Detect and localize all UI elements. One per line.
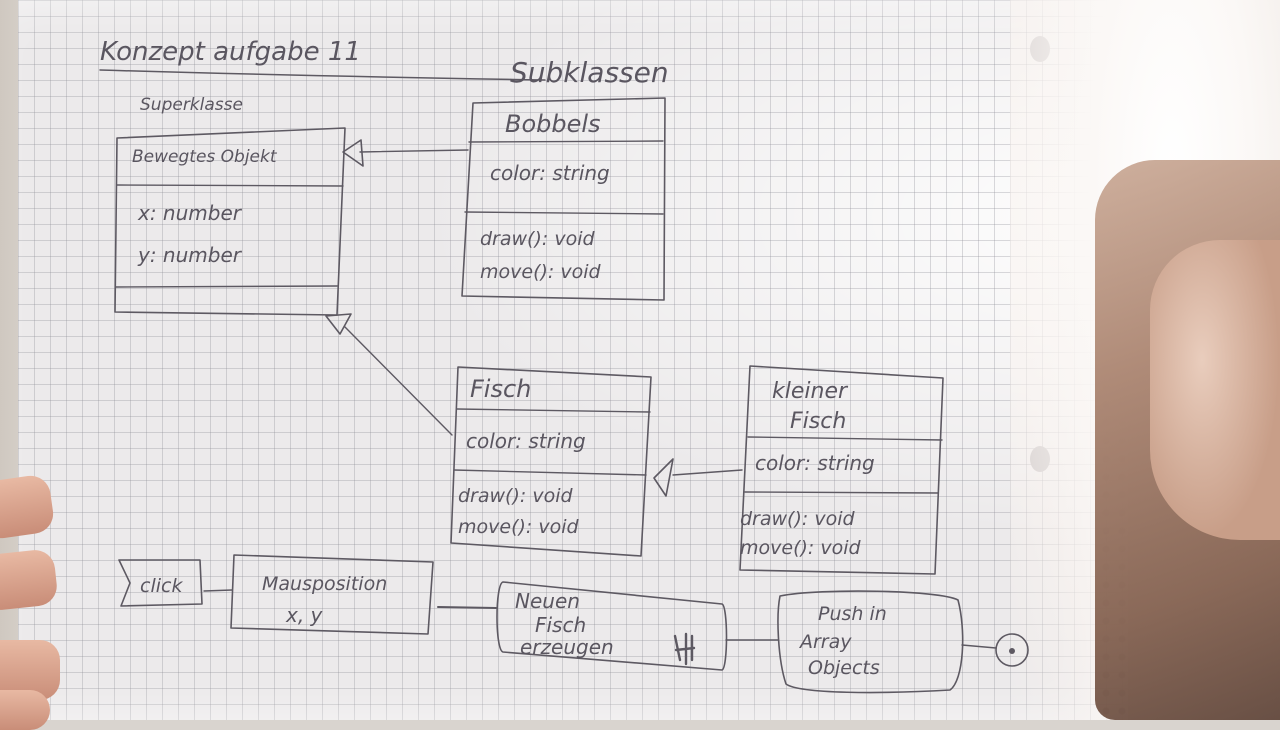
method: move(): void	[458, 516, 579, 538]
person-face	[1150, 240, 1280, 540]
inheritance-bobbels	[342, 139, 469, 167]
notebook-paper	[18, 0, 1128, 720]
flow-mouse-position-line2: x, y	[285, 603, 324, 627]
class-bewegtes-objekt: Bewegtes Objekt x: number y: number	[114, 127, 346, 316]
class-fisch: Fisch color: string draw(): void move():…	[450, 366, 652, 557]
flow-mouse-position-line1: Mausposition	[262, 573, 387, 595]
class-name-line1: kleiner	[772, 379, 849, 404]
class-kleiner-fisch: kleiner Fisch color: string draw(): void…	[739, 365, 944, 575]
method: draw(): void	[740, 508, 855, 530]
method: draw(): void	[480, 228, 595, 250]
flow-push-line3: Objects	[808, 657, 880, 679]
attribute: color: string	[755, 451, 875, 475]
flow-arrow	[961, 644, 997, 649]
superclass-label: Superklasse	[140, 95, 243, 115]
flow-push: Push in Array Objects	[777, 590, 964, 694]
flow-push-line1: Push in	[818, 603, 887, 625]
flow-click: click	[118, 559, 203, 607]
title-underline	[99, 69, 546, 81]
flow-push-line2: Array	[798, 631, 852, 653]
flow-new-fish-line1: Neuen	[515, 589, 580, 613]
class-name: Fisch	[470, 375, 531, 403]
class-name-line2: Fisch	[790, 409, 846, 434]
attribute: x: number	[137, 201, 243, 225]
flow-mouse-position: Mausposition x, y	[230, 554, 434, 635]
flow-end-node	[995, 633, 1029, 667]
flow-new-fish-line2: Fisch	[535, 613, 586, 637]
method: move(): void	[480, 261, 601, 283]
class-bobbels: Bobbels color: string draw(): void move(…	[461, 97, 666, 301]
flow-arrow	[203, 589, 233, 592]
inheritance-fisch	[325, 313, 453, 436]
subclasses-label: Subklassen	[510, 56, 669, 89]
title-text: Konzept aufgabe 11	[100, 37, 361, 67]
method: draw(): void	[458, 485, 573, 507]
flow-arrow	[437, 606, 497, 609]
flow-click-label: click	[140, 575, 183, 597]
attribute: color: string	[490, 161, 610, 185]
class-name: Bobbels	[505, 110, 601, 138]
inheritance-kleiner-fisch	[653, 458, 743, 497]
method: move(): void	[740, 537, 861, 559]
attribute: y: number	[137, 243, 243, 267]
flow-new-fish: Neuen Fisch erzeugen	[496, 581, 728, 671]
attribute: color: string	[466, 429, 586, 453]
class-name: Bewegtes Objekt	[132, 147, 278, 167]
flow-new-fish-line3: erzeugen	[520, 635, 614, 659]
